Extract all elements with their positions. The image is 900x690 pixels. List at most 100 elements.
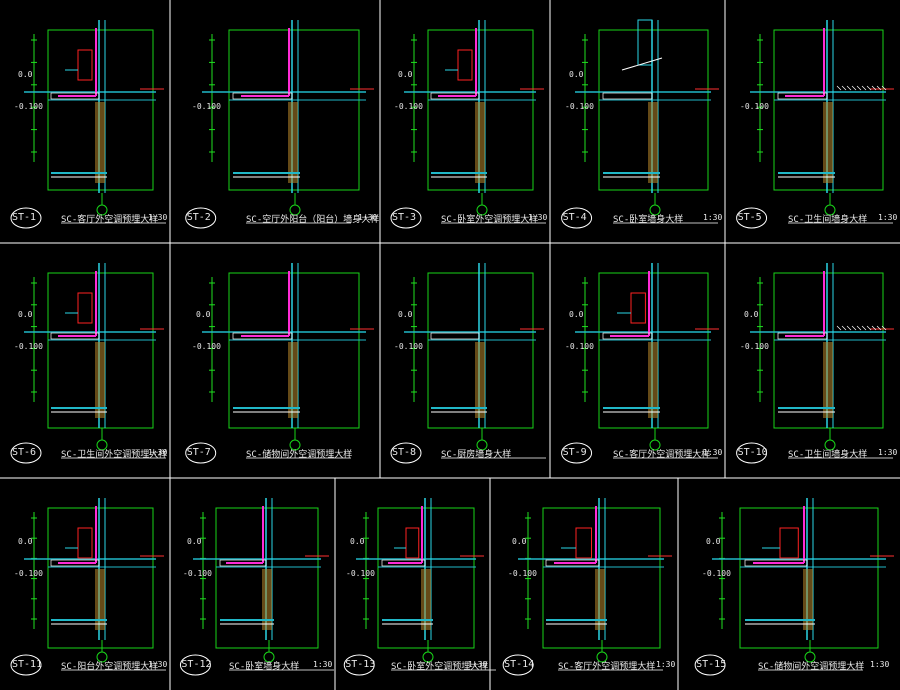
detail-tag: ST-5 <box>737 212 762 223</box>
axis-bubble <box>649 204 661 216</box>
tile-hatch <box>846 325 852 331</box>
detail-tag: ST-6 <box>12 447 37 458</box>
detail-caption: SC-客厅外空调预埋大样 <box>558 662 656 672</box>
detail-drawing <box>561 19 719 229</box>
brick-fill <box>95 102 105 183</box>
level-bottom: -0.100 <box>702 569 731 578</box>
detail-scale: 1:30 <box>358 213 378 222</box>
detail-scale: 1:30 <box>703 213 723 222</box>
detail-tag: ST-4 <box>562 212 587 223</box>
level-top: 0.0 <box>569 70 584 79</box>
detail-drawing <box>179 498 334 676</box>
tile-hatch <box>866 85 872 91</box>
brick-fill <box>823 102 833 183</box>
tile-hatch <box>871 325 877 331</box>
detail-tag-circle <box>390 207 422 229</box>
detail-tag: ST-12 <box>181 659 212 670</box>
brick-fill <box>803 569 813 630</box>
slab-band <box>430 92 480 100</box>
tile-hatch <box>861 85 867 91</box>
detail-caption: SC-厨房墙身大样 <box>441 450 512 460</box>
detail-caption: SC-储物间外空调预埋大样 <box>758 662 865 672</box>
detail-tag: ST-11 <box>12 659 43 670</box>
detail-scale: 1:30 <box>148 213 168 222</box>
detail-caption: SC-阳台外空调预埋大样 <box>61 662 159 672</box>
detail-drawing <box>390 20 546 229</box>
detail-tag-circle <box>179 654 211 676</box>
boundary-box <box>739 507 879 649</box>
slab-band <box>545 559 600 567</box>
level-top: 0.0 <box>350 537 365 546</box>
detail-scale: 1:30 <box>313 660 333 669</box>
level-bottom: -0.100 <box>740 342 769 351</box>
level-bottom: -0.100 <box>346 569 375 578</box>
detail-tag-circle <box>343 654 375 676</box>
ac-sleeve-box <box>630 292 646 324</box>
detail-tag-circle <box>185 207 217 229</box>
level-bottom: -0.100 <box>565 342 594 351</box>
axis-bubble <box>476 204 488 216</box>
level-top: 0.0 <box>18 70 33 79</box>
detail-scale: 1:30 <box>656 660 676 669</box>
tile-hatch <box>871 85 877 91</box>
tile-hatch <box>846 85 852 91</box>
detail-tag-circle <box>561 442 593 464</box>
axis-bubble <box>289 204 301 216</box>
slab-band <box>50 92 100 100</box>
axis-bubble <box>804 651 816 663</box>
axis-bubble <box>263 651 275 663</box>
axis-bubble <box>596 651 608 663</box>
tile-hatch <box>856 85 862 91</box>
ac-sleeve-box <box>779 527 799 559</box>
detail-tag-circle <box>736 207 768 229</box>
ac-sleeve-box <box>575 527 592 559</box>
slab-band <box>777 332 828 340</box>
level-top: 0.0 <box>569 310 584 319</box>
level-bottom: -0.100 <box>14 342 43 351</box>
detail-caption: SC-卧室墙身大样 <box>229 662 300 672</box>
tile-hatch <box>876 85 882 91</box>
brick-fill <box>95 569 105 630</box>
detail-caption: SC-卧室外空调预埋大样 <box>391 662 489 672</box>
boundary-box <box>427 272 534 429</box>
detail-tag-circle <box>185 442 217 464</box>
axis-bubble <box>824 204 836 216</box>
detail-scale: 1:30 <box>528 213 548 222</box>
detail-tag: ST-13 <box>345 659 376 670</box>
boundary-box <box>427 29 534 191</box>
detail-tag-circle <box>561 207 593 229</box>
detail-tag: ST-10 <box>737 447 768 458</box>
boundary-box <box>215 507 319 649</box>
detail-caption: SC-卫生间墙身大样 <box>788 450 868 460</box>
level-top: 0.0 <box>706 537 721 546</box>
axis-bubble <box>289 439 301 451</box>
detail-drawing <box>185 20 374 229</box>
detail-caption: SC-客厅外空调预埋大样 <box>613 450 711 460</box>
detail-drawing <box>10 498 166 676</box>
axis-bubble <box>649 439 661 451</box>
detail-tag-circle <box>736 442 768 464</box>
detail-tag: ST-7 <box>186 447 211 458</box>
detail-caption: SC-卫生间墙身大样 <box>788 215 868 225</box>
detail-tag-circle <box>390 442 422 464</box>
detail-caption: SC-卧室外空调预埋大样 <box>441 215 539 225</box>
slab-band <box>50 332 100 340</box>
detail-drawing <box>502 498 672 676</box>
axis-bubble <box>476 439 488 451</box>
level-bottom: -0.100 <box>508 569 537 578</box>
detail-tag-circle <box>502 654 534 676</box>
level-bottom: -0.100 <box>565 102 594 111</box>
brick-fill <box>421 569 431 630</box>
level-bottom: -0.100 <box>192 102 221 111</box>
level-bottom: -0.100 <box>183 569 212 578</box>
detail-drawing <box>185 263 374 464</box>
tile-hatch <box>881 85 887 91</box>
